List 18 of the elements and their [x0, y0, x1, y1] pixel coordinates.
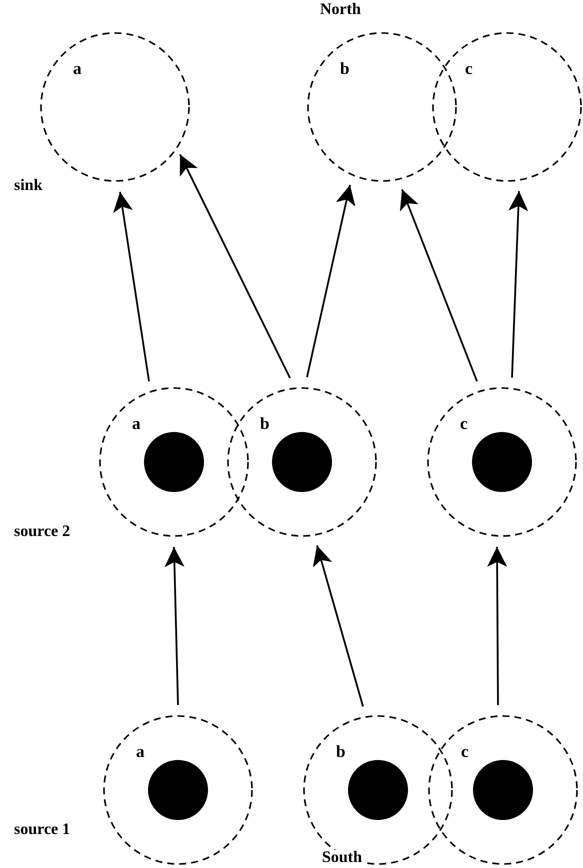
arrow [164, 546, 184, 706]
circle-label: b [260, 415, 270, 432]
circle-label: c [465, 60, 473, 77]
arrow [306, 184, 356, 378]
circle-label: c [461, 743, 469, 760]
circle-label: a [136, 743, 144, 760]
circle-label: b [336, 743, 346, 760]
arrow [400, 188, 478, 382]
circle-label: a [73, 60, 82, 77]
arrow [179, 154, 291, 378]
circle-label: b [340, 60, 350, 77]
arrow [312, 545, 364, 707]
compass-label: South [320, 850, 364, 866]
circle-label: c [460, 415, 468, 432]
arrow [113, 192, 150, 382]
circle-label: a [132, 415, 140, 432]
arrow [508, 191, 528, 378]
arrow [487, 546, 508, 706]
